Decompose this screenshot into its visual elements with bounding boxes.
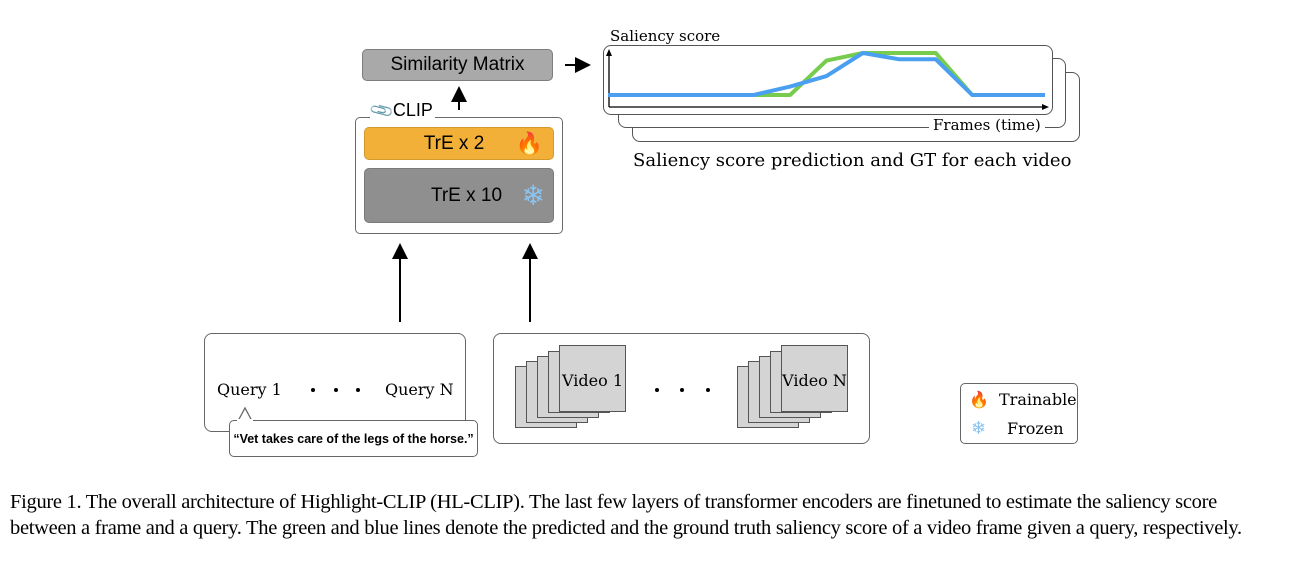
snowflake-icon: ❄ bbox=[971, 418, 987, 439]
frozen-encoder-layers: TrE x 10 ❄ bbox=[364, 168, 554, 223]
ellipsis-dot bbox=[706, 388, 710, 392]
similarity-matrix-box: Similarity Matrix bbox=[362, 49, 553, 81]
similarity-matrix-label: Similarity Matrix bbox=[390, 54, 525, 75]
flame-icon: 🔥 bbox=[515, 130, 543, 156]
query-example-text: “Vet takes care of the legs of the horse… bbox=[233, 431, 474, 446]
chart-axes bbox=[606, 49, 1049, 110]
frozen-layers-label: TrE x 10 bbox=[430, 184, 503, 206]
figure-caption: Figure 1. The overall architecture of Hi… bbox=[10, 491, 1242, 539]
video-last-stack-label: Video N bbox=[781, 345, 848, 412]
legend-label-trainable: Trainable bbox=[999, 390, 1077, 409]
legend-item-trainable: 🔥 Trainable bbox=[969, 390, 1077, 409]
chart-series bbox=[607, 51, 1046, 97]
query-last-label: Query N bbox=[385, 380, 454, 399]
trainable-encoder-layers: TrE x 2 🔥 bbox=[364, 127, 554, 160]
clip-label-text: CLIP bbox=[392, 100, 433, 120]
bubble-pointer-joint bbox=[237, 419, 253, 422]
y-axis-arrowhead bbox=[606, 49, 612, 56]
trainable-layers-label: TrE x 2 bbox=[423, 132, 485, 154]
legend-item-frozen: ❄ Frozen bbox=[971, 418, 1064, 439]
ellipsis-dot bbox=[680, 388, 684, 392]
ellipsis-dot bbox=[334, 388, 338, 392]
chart-frame-front bbox=[603, 45, 1053, 115]
chart-x-axis-label: Frames (time) bbox=[929, 116, 1045, 134]
saliency-chart bbox=[606, 49, 1049, 110]
chart-y-axis-label: Saliency score bbox=[610, 27, 721, 45]
paperclip-icon: 📎 bbox=[369, 98, 396, 124]
speech-bubble-pointer bbox=[237, 406, 253, 422]
snowflake-icon: ❄ bbox=[521, 180, 545, 211]
legend-box: 🔥 Trainable ❄ Frozen bbox=[960, 383, 1078, 444]
x-axis-arrowhead bbox=[1042, 104, 1049, 110]
video-first-stack-label: Video 1 bbox=[559, 345, 626, 412]
ellipsis-dot bbox=[311, 388, 315, 392]
query-first-label: Query 1 bbox=[217, 380, 282, 399]
clip-encoder-box bbox=[355, 117, 563, 234]
ellipsis-dot bbox=[356, 388, 360, 392]
video-input-box bbox=[493, 333, 870, 444]
chart-caption: Saliency score prediction and GT for eac… bbox=[633, 150, 1072, 171]
flame-icon: 🔥 bbox=[969, 390, 989, 409]
query-example-bubble: “Vet takes care of the legs of the horse… bbox=[229, 420, 478, 457]
clip-label: 📎 CLIP bbox=[369, 98, 435, 124]
legend-label-frozen: Frozen bbox=[1007, 419, 1064, 438]
ellipsis-dot bbox=[655, 388, 659, 392]
